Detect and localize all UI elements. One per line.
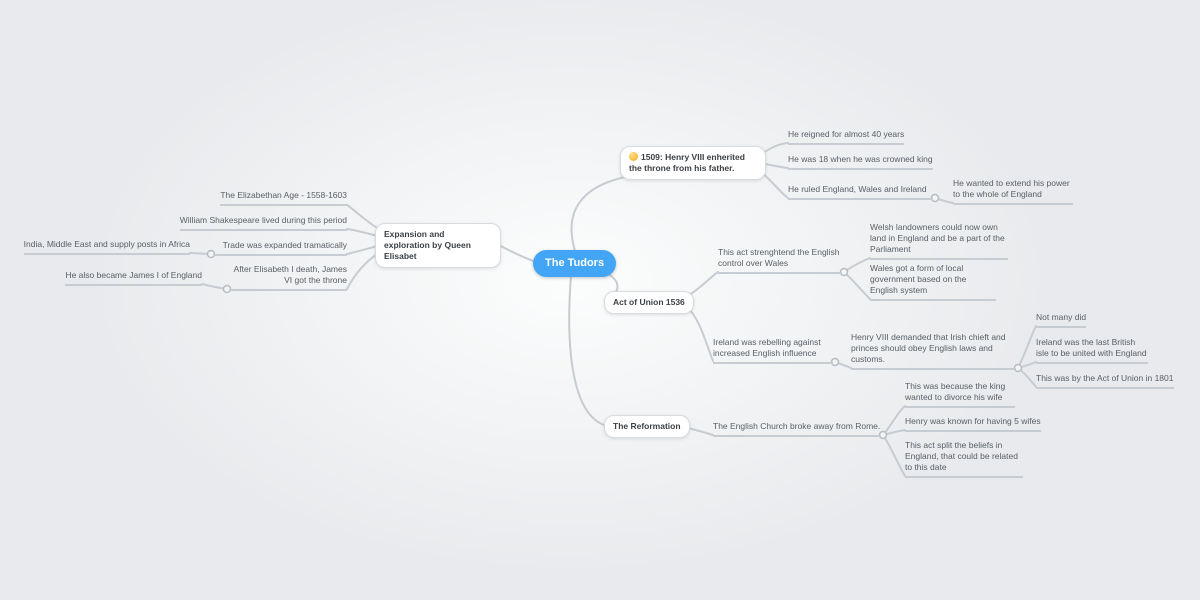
node-expansion[interactable]: Expansion and exploration by Queen Elisa… <box>375 223 501 268</box>
node-henry-1509-label: 1509: Henry VIII enherited the throne fr… <box>629 152 745 173</box>
node-divorce[interactable]: This was because the king wanted to divo… <box>905 381 1015 408</box>
link-union-ireland <box>685 305 714 362</box>
node-ruled[interactable]: He ruled England, Wales and Ireland <box>788 184 933 200</box>
node-act-of-union[interactable]: Act of Union 1536 <box>604 291 694 314</box>
node-india-trade[interactable]: India, Middle East and supply posts in A… <box>23 239 190 255</box>
node-reigned[interactable]: He reigned for almost 40 years <box>788 129 905 145</box>
link-strengthen-walesgov <box>843 271 871 300</box>
node-crowned[interactable]: He was 18 when he was crowned king <box>788 154 933 170</box>
node-five-wifes[interactable]: Henry was known for having 5 wifes <box>905 416 1041 432</box>
node-union-1801[interactable]: This was by the Act of Union in 1801 <box>1036 373 1174 389</box>
node-strengthen[interactable]: This act strenghtend the English control… <box>718 247 842 274</box>
node-wales-government[interactable]: Wales got a form of local government bas… <box>870 263 996 301</box>
thinking-emoji-icon <box>629 152 638 161</box>
link-root-reformation <box>568 275 605 426</box>
node-henry-demanded[interactable]: Henry VIII demanded that Irish chieft an… <box>851 332 1016 370</box>
link-root-expansion <box>496 243 537 263</box>
node-root[interactable]: The Tudors <box>533 250 617 277</box>
link-demanded-notmany <box>1017 325 1037 369</box>
node-elizabethan-age[interactable]: The Elizabethan Age - 1558-1603 <box>220 190 347 206</box>
node-not-many[interactable]: Not many did <box>1036 312 1087 328</box>
link-strengthen-welsh <box>843 257 871 273</box>
node-welsh-landowners[interactable]: Welsh landowners could now own land in E… <box>870 222 1008 260</box>
node-extend-power[interactable]: He wanted to extend his power to the who… <box>953 178 1073 205</box>
node-james-vi[interactable]: After Elisabeth I death, James VI got th… <box>229 264 347 291</box>
node-james-i[interactable]: He also became James I of England <box>65 270 202 286</box>
node-last-isle[interactable]: Ireland was the last British isle to be … <box>1036 337 1148 364</box>
link-church-beliefs <box>882 434 906 477</box>
node-church-broke[interactable]: The English Church broke away from Rome. <box>713 421 881 437</box>
node-trade-expanded[interactable]: Trade was expanded tramatically <box>213 240 347 256</box>
node-shakespeare[interactable]: William Shakespeare lived during this pe… <box>179 215 347 231</box>
node-reformation[interactable]: The Reformation <box>604 415 690 438</box>
link-root-henry1509 <box>570 175 631 252</box>
node-ireland-rebelling[interactable]: Ireland was rebelling against increased … <box>713 337 833 364</box>
node-henry-1509[interactable]: 1509: Henry VIII enherited the throne fr… <box>620 146 766 180</box>
node-beliefs-split[interactable]: This act split the beliefs in England, t… <box>905 440 1023 478</box>
